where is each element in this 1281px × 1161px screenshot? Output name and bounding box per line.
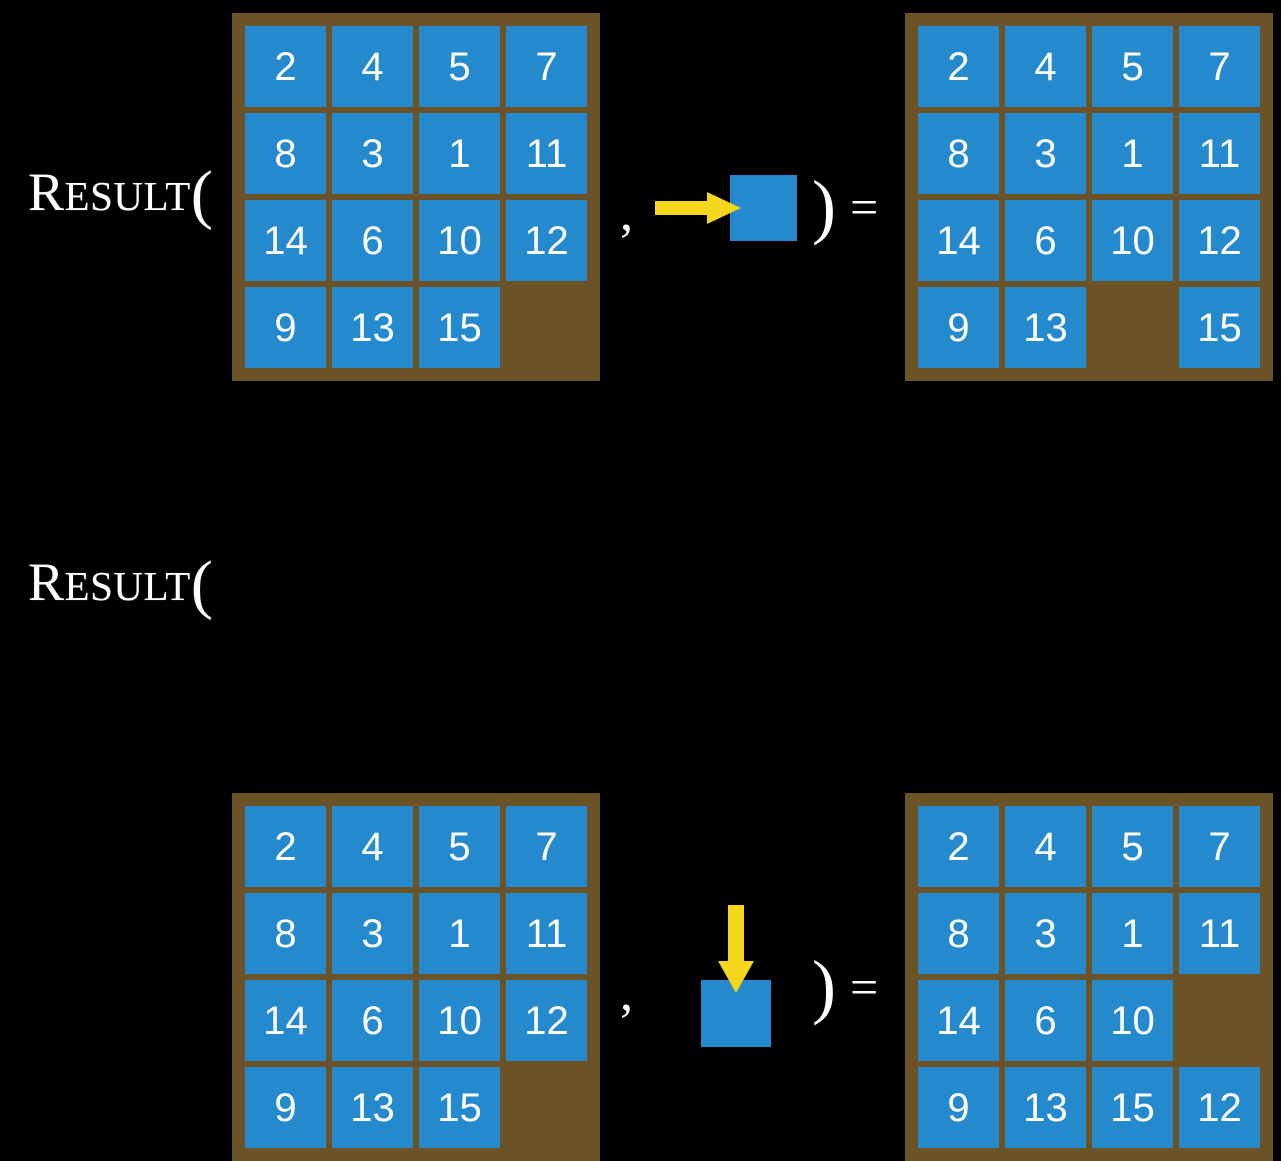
equation-row-bottom: RESULT( 2 4 5 7 8 3 1 11 14 6 10 12 9 13… xyxy=(0,390,1281,1161)
empty-slot xyxy=(506,1067,587,1148)
empty-slot xyxy=(506,287,587,368)
equals-sign-bottom: = xyxy=(850,959,879,1015)
result-label-capital-bottom: R xyxy=(28,552,65,612)
tile[interactable]: 1 xyxy=(419,113,500,194)
tile[interactable]: 4 xyxy=(1005,806,1086,887)
tile[interactable]: 4 xyxy=(1005,26,1086,107)
tile[interactable]: 5 xyxy=(1092,806,1173,887)
output-board-top: 2 4 5 7 8 3 1 11 14 6 10 12 9 13 15 xyxy=(905,13,1273,381)
result-function-label-bottom: RESULT( xyxy=(28,552,213,618)
tile[interactable]: 11 xyxy=(1179,113,1260,194)
tile[interactable]: 15 xyxy=(419,287,500,368)
result-function-label-top: RESULT( xyxy=(28,162,213,228)
input-board-top: 2 4 5 7 8 3 1 11 14 6 10 12 9 13 15 xyxy=(232,13,600,381)
result-label-open-paren-bottom: ( xyxy=(190,548,214,621)
tile[interactable]: 1 xyxy=(1092,893,1173,974)
tile[interactable]: 14 xyxy=(918,200,999,281)
tile[interactable]: 12 xyxy=(1179,1067,1260,1148)
tile[interactable]: 15 xyxy=(1179,287,1260,368)
tile[interactable]: 15 xyxy=(419,1067,500,1148)
tile[interactable]: 5 xyxy=(419,806,500,887)
tile[interactable]: 11 xyxy=(506,893,587,974)
tile[interactable]: 15 xyxy=(1092,1067,1173,1148)
comma-separator-top: , xyxy=(620,185,633,242)
tile[interactable]: 11 xyxy=(1179,893,1260,974)
tile[interactable]: 2 xyxy=(918,806,999,887)
operator-tile-right xyxy=(730,175,797,241)
tile[interactable]: 14 xyxy=(918,980,999,1061)
arrow-right-icon xyxy=(655,192,741,224)
result-label-smallcaps-top: ESULT xyxy=(64,173,191,219)
tile[interactable]: 9 xyxy=(245,1067,326,1148)
tile[interactable]: 3 xyxy=(1005,893,1086,974)
output-board-bottom: 2 4 5 7 8 3 1 11 14 6 10 9 13 15 12 xyxy=(905,793,1273,1161)
tile[interactable]: 2 xyxy=(245,806,326,887)
tile[interactable]: 3 xyxy=(332,893,413,974)
tile[interactable]: 5 xyxy=(1092,26,1173,107)
tile[interactable]: 6 xyxy=(1005,200,1086,281)
tile[interactable]: 10 xyxy=(419,980,500,1061)
tile[interactable]: 10 xyxy=(1092,980,1173,1061)
tile[interactable]: 14 xyxy=(245,200,326,281)
tile[interactable]: 13 xyxy=(1005,1067,1086,1148)
tile[interactable]: 8 xyxy=(918,893,999,974)
tile[interactable]: 2 xyxy=(245,26,326,107)
close-paren-top: ) xyxy=(812,166,836,246)
empty-slot xyxy=(1092,287,1173,368)
arrow-down-icon xyxy=(718,905,754,993)
tile[interactable]: 12 xyxy=(506,200,587,281)
tile[interactable]: 8 xyxy=(245,113,326,194)
empty-slot xyxy=(1179,980,1260,1061)
tile[interactable]: 13 xyxy=(1005,287,1086,368)
tile[interactable]: 9 xyxy=(918,287,999,368)
close-paren-bottom: ) xyxy=(812,946,836,1026)
tile[interactable]: 2 xyxy=(918,26,999,107)
tile[interactable]: 7 xyxy=(1179,806,1260,887)
tile[interactable]: 13 xyxy=(332,287,413,368)
result-label-open-paren-top: ( xyxy=(190,158,214,231)
tile[interactable]: 7 xyxy=(1179,26,1260,107)
tile[interactable]: 8 xyxy=(245,893,326,974)
tile[interactable]: 12 xyxy=(1179,200,1260,281)
tile[interactable]: 1 xyxy=(419,893,500,974)
tile[interactable]: 14 xyxy=(245,980,326,1061)
tile[interactable]: 4 xyxy=(332,26,413,107)
tile[interactable]: 4 xyxy=(332,806,413,887)
tile[interactable]: 7 xyxy=(506,806,587,887)
tile[interactable]: 3 xyxy=(1005,113,1086,194)
tile[interactable]: 6 xyxy=(332,980,413,1061)
equals-sign-top: = xyxy=(850,179,879,235)
tile[interactable]: 5 xyxy=(419,26,500,107)
tile[interactable]: 10 xyxy=(419,200,500,281)
input-board-bottom: 2 4 5 7 8 3 1 11 14 6 10 12 9 13 15 xyxy=(232,793,600,1161)
tile[interactable]: 6 xyxy=(332,200,413,281)
tile[interactable]: 3 xyxy=(332,113,413,194)
tile[interactable]: 10 xyxy=(1092,200,1173,281)
tile[interactable]: 12 xyxy=(506,980,587,1061)
result-label-smallcaps-bottom: ESULT xyxy=(64,563,191,609)
equation-row-top: RESULT( 2 4 5 7 8 3 1 11 14 6 10 12 9 13… xyxy=(0,0,1281,390)
tile[interactable]: 8 xyxy=(918,113,999,194)
tile[interactable]: 9 xyxy=(918,1067,999,1148)
tile[interactable]: 7 xyxy=(506,26,587,107)
tile[interactable]: 11 xyxy=(506,113,587,194)
comma-separator-bottom: , xyxy=(620,965,633,1022)
tile[interactable]: 13 xyxy=(332,1067,413,1148)
tile[interactable]: 1 xyxy=(1092,113,1173,194)
tile[interactable]: 9 xyxy=(245,287,326,368)
tile[interactable]: 6 xyxy=(1005,980,1086,1061)
result-label-capital-top: R xyxy=(28,162,65,222)
